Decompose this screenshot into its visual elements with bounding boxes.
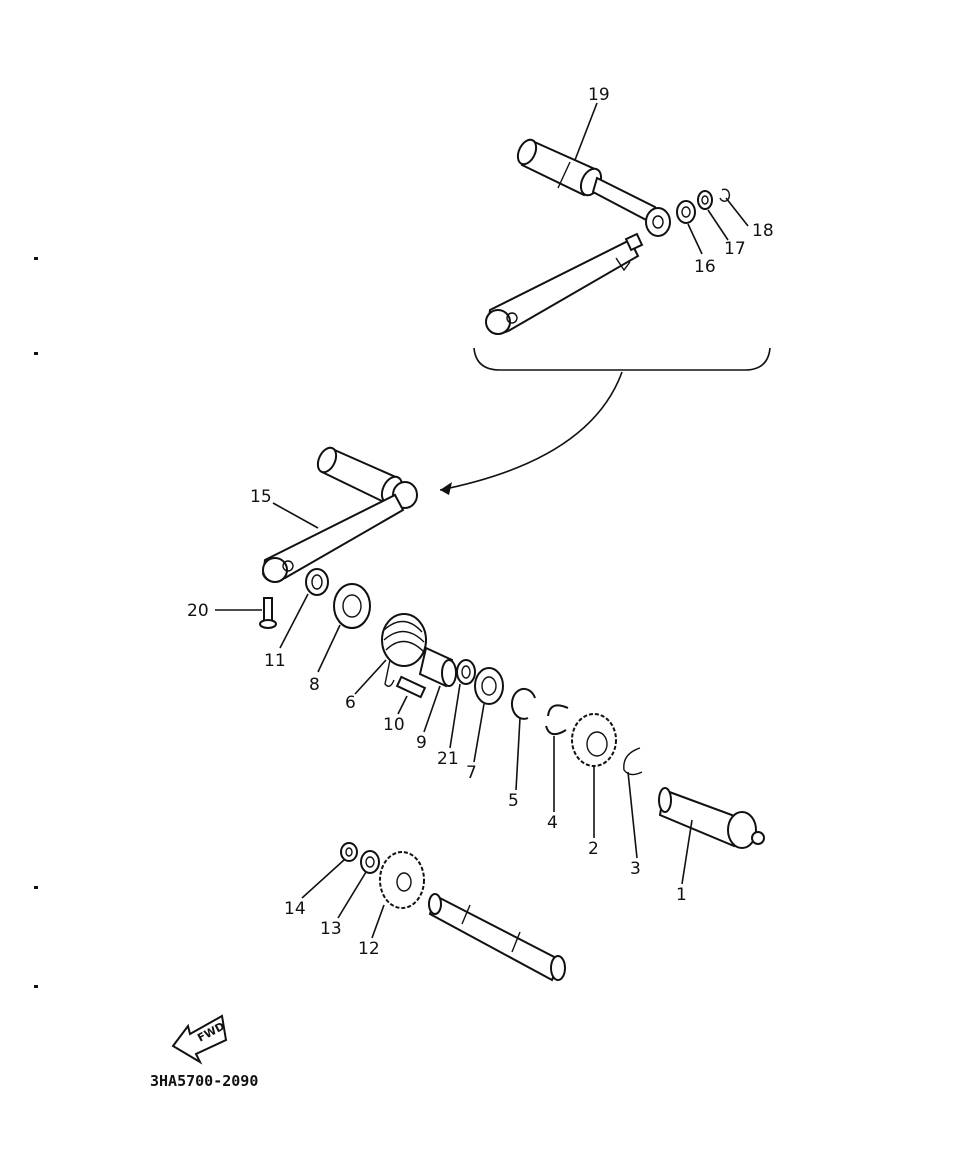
washer-13 — [360, 850, 380, 874]
gear-2 — [571, 713, 617, 767]
margin-marks — [34, 257, 38, 988]
washer-21 — [456, 659, 476, 685]
clip-3 — [623, 747, 643, 776]
leader-lines — [215, 102, 749, 939]
kick-shaft-1 — [658, 787, 765, 849]
callout-14: 14 — [284, 899, 306, 919]
circlip-14 — [340, 842, 358, 862]
callout-3: 3 — [630, 859, 641, 879]
callout-21: 21 — [437, 749, 459, 769]
collar-9 — [418, 646, 457, 688]
clip-4 — [545, 704, 569, 736]
circlip-5 — [510, 687, 536, 720]
fwd-arrow-icon: FWD — [171, 1014, 228, 1065]
callout-12: 12 — [358, 939, 380, 959]
callout-5: 5 — [508, 791, 519, 811]
pin-10 — [395, 675, 427, 699]
washer-7 — [474, 667, 504, 705]
callout-10: 10 — [383, 715, 405, 735]
callout-11: 11 — [264, 651, 286, 671]
callout-8: 8 — [309, 675, 320, 695]
callout-7: 7 — [466, 763, 477, 783]
seal-8 — [333, 583, 371, 629]
kick-crank-assembly-detail — [439, 138, 771, 495]
callout-2: 2 — [588, 839, 599, 859]
callout-19: 19 — [588, 85, 610, 105]
callout-16: 16 — [694, 257, 716, 277]
callout-4: 4 — [547, 813, 558, 833]
bolt-20 — [259, 597, 277, 629]
gear-12 — [379, 851, 425, 909]
spring-6 — [381, 613, 427, 687]
callout-9: 9 — [416, 733, 427, 753]
main-axle — [428, 893, 566, 982]
kick-crank-assembly — [261, 446, 418, 583]
callout-15: 15 — [250, 487, 272, 507]
callout-1: 1 — [676, 885, 687, 905]
bushing-11 — [305, 568, 329, 596]
callout-6: 6 — [345, 693, 356, 713]
drawing-code: 3HA5700-2090 — [150, 1072, 258, 1090]
callout-18: 18 — [752, 221, 774, 241]
callout-13: 13 — [320, 919, 342, 939]
callout-labels: 19 18 17 16 15 20 11 8 6 10 9 21 7 5 4 2… — [187, 85, 774, 959]
callout-17: 17 — [724, 239, 746, 259]
callout-20: 20 — [187, 601, 209, 621]
